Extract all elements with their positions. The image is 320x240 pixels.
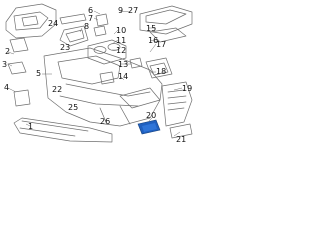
storage-bin: [145, 57, 173, 79]
callout-label: 10: [116, 26, 127, 35]
callout-label: 2: [5, 47, 11, 56]
callout-label: 13: [118, 60, 129, 69]
cupholder: [87, 39, 127, 65]
console-trim-panel: [13, 117, 113, 143]
callout-label: 7: [88, 14, 94, 23]
callout-label: 6: [88, 6, 94, 15]
callout-label: 18: [156, 67, 167, 76]
clip-small-2: [93, 25, 107, 37]
callout-label: 21: [176, 135, 187, 144]
callout-label: 25: [68, 103, 79, 112]
callout-label: 8: [84, 22, 90, 31]
callout-label: 3: [2, 60, 8, 69]
callout-label: 5: [36, 69, 42, 78]
callout-label: 15: [146, 24, 157, 33]
right-trim: [169, 123, 193, 139]
callout-label: 20: [146, 111, 157, 120]
callout-label: 9: [118, 6, 124, 15]
left-trim-insert: [9, 37, 29, 53]
callout-label: 19: [182, 84, 193, 93]
small-insert: [59, 25, 89, 47]
callout-label: 27: [128, 6, 139, 15]
parts-drawing: [5, 3, 193, 143]
shifter-bezel: [5, 3, 57, 39]
console-body: [43, 47, 163, 127]
switch-panel: [59, 13, 87, 25]
callout-label: 16: [148, 36, 159, 45]
callout-label: 14: [118, 72, 129, 81]
parts-diagram: 1 2 3 4 5 6 7 8 9 10 11 12 13 14 15 16 1…: [0, 0, 200, 147]
callout-label: 12: [116, 46, 127, 55]
small-switch: [99, 71, 115, 85]
callout-label: 22: [52, 85, 63, 94]
mat-pad: [13, 89, 31, 107]
rear-vent: [161, 81, 193, 127]
highlighted-storage-tray: [137, 119, 161, 135]
callout-label: 17: [156, 40, 167, 49]
callout-label: 4: [4, 83, 10, 92]
armrest-lid: [139, 5, 193, 35]
callout-label: 11: [116, 36, 127, 45]
callout-label: 23: [60, 43, 71, 52]
rear-bracket: [119, 87, 161, 109]
clip-small: [95, 13, 109, 27]
callout-label: 24: [48, 19, 59, 28]
callout-label: 26: [100, 117, 111, 126]
leader-lines: [7, 10, 183, 137]
callout-label: 1: [28, 122, 34, 131]
